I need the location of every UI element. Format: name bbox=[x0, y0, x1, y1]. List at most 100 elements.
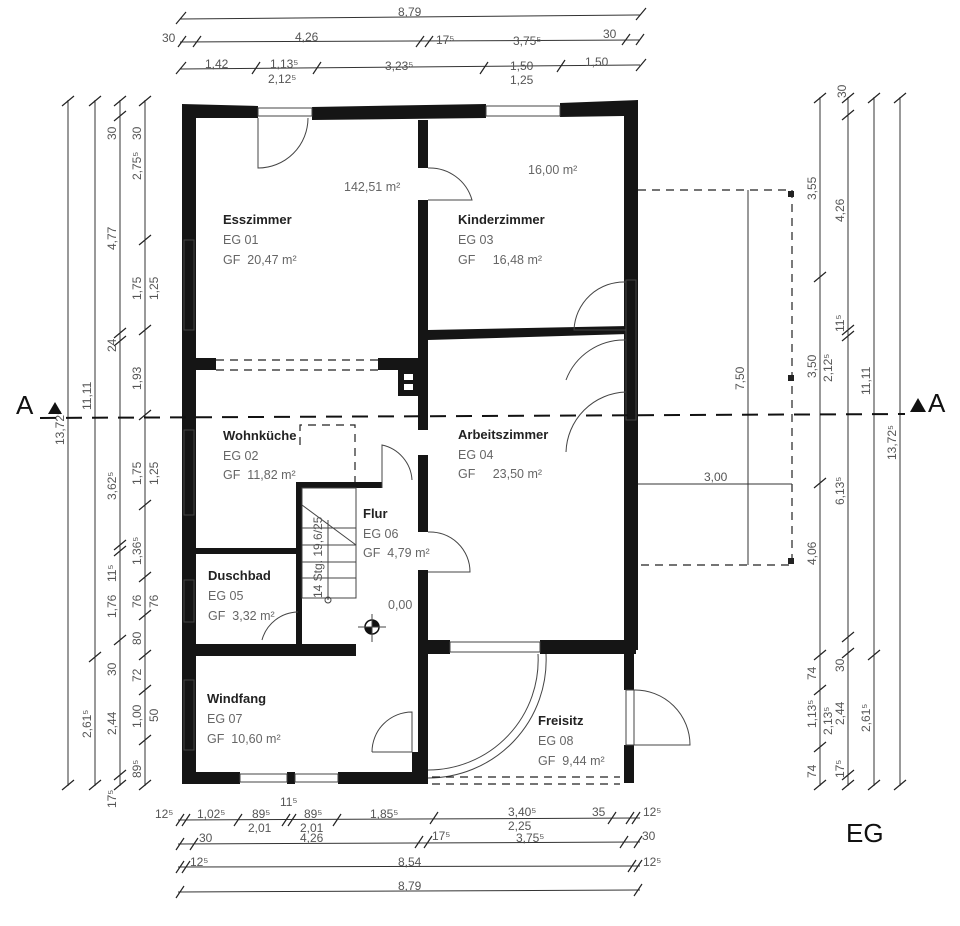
level-marker-icon bbox=[358, 614, 386, 642]
dim-label: 12⁵ bbox=[643, 855, 661, 869]
room-name: Wohnküche bbox=[223, 428, 296, 443]
level-height: 0,00 bbox=[388, 598, 412, 612]
dim-label: 12⁵ bbox=[643, 805, 661, 819]
room-arbeitszimmer: Arbeitszimmer EG 04 GF 23,50 m² bbox=[458, 427, 548, 481]
dim-label: 30 bbox=[603, 27, 617, 41]
dim-label: 3,75⁵ bbox=[516, 831, 544, 845]
dim-label: 11,11 bbox=[80, 381, 94, 410]
right-dimensions: 3,55 3,50 4,06 74 1,13⁵ 74 30 4,26 11⁵ 2… bbox=[805, 84, 907, 791]
dim-label: 1,36⁵ bbox=[130, 537, 144, 565]
dim-label: 11⁵ bbox=[105, 565, 119, 582]
dim-label: 2,44 bbox=[833, 701, 847, 725]
dim-label: 30 bbox=[105, 126, 119, 140]
extension-width: 3,00 bbox=[704, 470, 728, 484]
dim-label: 8,79 bbox=[398, 5, 422, 19]
walls bbox=[182, 100, 638, 784]
dim-label: 30 bbox=[130, 126, 144, 140]
dim-label: 1,25 bbox=[510, 73, 534, 87]
dim-label: 11⁵ bbox=[280, 795, 297, 809]
room-code: EG 01 bbox=[223, 233, 258, 247]
dim-label: 3,40⁵ bbox=[508, 805, 536, 819]
dim-label: 11,11 bbox=[859, 366, 873, 395]
room-area: GF 16,48 m² bbox=[458, 253, 542, 267]
dim-label: 4,06 bbox=[805, 541, 819, 565]
dim-label: 35 bbox=[592, 805, 606, 819]
dim-label: 74 bbox=[805, 666, 819, 680]
dim-label: 2,44 bbox=[105, 711, 119, 735]
dim-label: 12⁵ bbox=[155, 807, 173, 821]
planned-extension: 7,50 3,00 bbox=[638, 189, 794, 566]
dim-label: 13,72⁵ bbox=[885, 425, 899, 460]
dim-label: 2,25 bbox=[508, 819, 532, 833]
dim-label: 30 bbox=[105, 662, 119, 676]
room-flur: Flur EG 06 GF 4,79 m² bbox=[363, 506, 430, 560]
dim-label: 6,13⁵ bbox=[833, 477, 847, 505]
dim-label: 17⁵ bbox=[432, 829, 450, 843]
dim-label: 3,62⁵ bbox=[105, 472, 119, 500]
dim-label: 2,75⁵ bbox=[130, 152, 144, 180]
dim-label: 4,26 bbox=[833, 198, 847, 222]
dim-label: 76 bbox=[147, 594, 161, 608]
room-name: Kinderzimmer bbox=[458, 212, 545, 227]
dim-label: 1,13⁵ bbox=[270, 57, 298, 71]
room-area: GF 3,32 m² bbox=[208, 609, 275, 623]
dim-label: 3,50 bbox=[805, 354, 819, 378]
dim-label: 2,61⁵ bbox=[859, 704, 873, 732]
room-windfang: Windfang EG 07 GF 10,60 m² bbox=[207, 691, 281, 746]
dim-label: 1,93 bbox=[130, 366, 144, 390]
dim-label: 30 bbox=[833, 658, 847, 672]
dim-label: 12⁵ bbox=[190, 855, 208, 869]
room-area: GF 4,79 m² bbox=[363, 546, 430, 560]
room-name: Freisitz bbox=[538, 713, 584, 728]
dim-label: 17⁵ bbox=[105, 790, 119, 808]
dim-label: 11⁵ bbox=[833, 315, 847, 332]
dim-label: 1,50 bbox=[510, 59, 534, 73]
room-code: EG 05 bbox=[208, 589, 243, 603]
dim-label: 72 bbox=[130, 668, 144, 682]
total-area: 142,51 m² bbox=[344, 180, 400, 194]
dim-label: 1,25 bbox=[147, 461, 161, 485]
dim-label: 13,72⁵ bbox=[53, 410, 67, 445]
extension-depth: 7,50 bbox=[733, 366, 747, 390]
dim-label: 4,26 bbox=[300, 831, 324, 845]
dim-label: 4,26 bbox=[295, 30, 319, 44]
dim-label: 3,75⁵ bbox=[513, 34, 541, 48]
dim-label: 1,76 bbox=[105, 594, 119, 618]
room-freisitz: Freisitz EG 08 GF 9,44 m² bbox=[538, 713, 605, 768]
dim-label: 3,55 bbox=[805, 176, 819, 200]
dim-label: 17⁵ bbox=[833, 760, 847, 778]
room-code: EG 03 bbox=[458, 233, 493, 247]
room-name: Duschbad bbox=[208, 568, 271, 583]
dim-label: 2,01 bbox=[300, 821, 324, 835]
level-label: EG bbox=[846, 818, 884, 848]
stair-note: 14 Stg. 19,6/25 bbox=[311, 516, 325, 598]
dim-label: 1,50 bbox=[585, 55, 609, 69]
dim-label: 1,75 bbox=[130, 276, 144, 300]
dim-label: 24 bbox=[105, 338, 119, 352]
dim-label: 1,00 bbox=[130, 704, 144, 728]
room-name: Windfang bbox=[207, 691, 266, 706]
room-wohnkueche: Wohnküche EG 02 GF 11,82 m² bbox=[223, 428, 296, 482]
dim-label: 1,13⁵ bbox=[805, 700, 819, 728]
room-code: EG 04 bbox=[458, 448, 493, 462]
dim-label: 50 bbox=[147, 708, 161, 722]
staircase: 14 Stg. 19,6/25 bbox=[301, 487, 357, 604]
room-name: Arbeitszimmer bbox=[458, 427, 548, 442]
section-label-left: A bbox=[16, 390, 34, 420]
dim-label: 4,77 bbox=[105, 226, 119, 250]
dim-label: 8,54 bbox=[398, 855, 422, 869]
section-line: A A bbox=[16, 388, 946, 420]
room-esszimmer: Esszimmer EG 01 GF 20,47 m² bbox=[223, 212, 297, 267]
room-code: EG 07 bbox=[207, 712, 242, 726]
room-code: EG 08 bbox=[538, 734, 573, 748]
room-duschbad: Duschbad EG 05 GF 3,32 m² bbox=[208, 568, 275, 623]
room-area: GF 11,82 m² bbox=[223, 468, 296, 482]
room-code: EG 06 bbox=[363, 527, 398, 541]
dim-label: 89⁵ bbox=[252, 807, 270, 821]
left-dimensions: 13,72⁵ 11,11 2,61⁵ 30 4,77 24 3,62⁵ 11⁵ … bbox=[53, 95, 161, 808]
room-area: GF 20,47 m² bbox=[223, 253, 297, 267]
room-name: Flur bbox=[363, 506, 388, 521]
dim-label: 8,79 bbox=[398, 879, 422, 893]
dim-label: 1,75 bbox=[130, 461, 144, 485]
